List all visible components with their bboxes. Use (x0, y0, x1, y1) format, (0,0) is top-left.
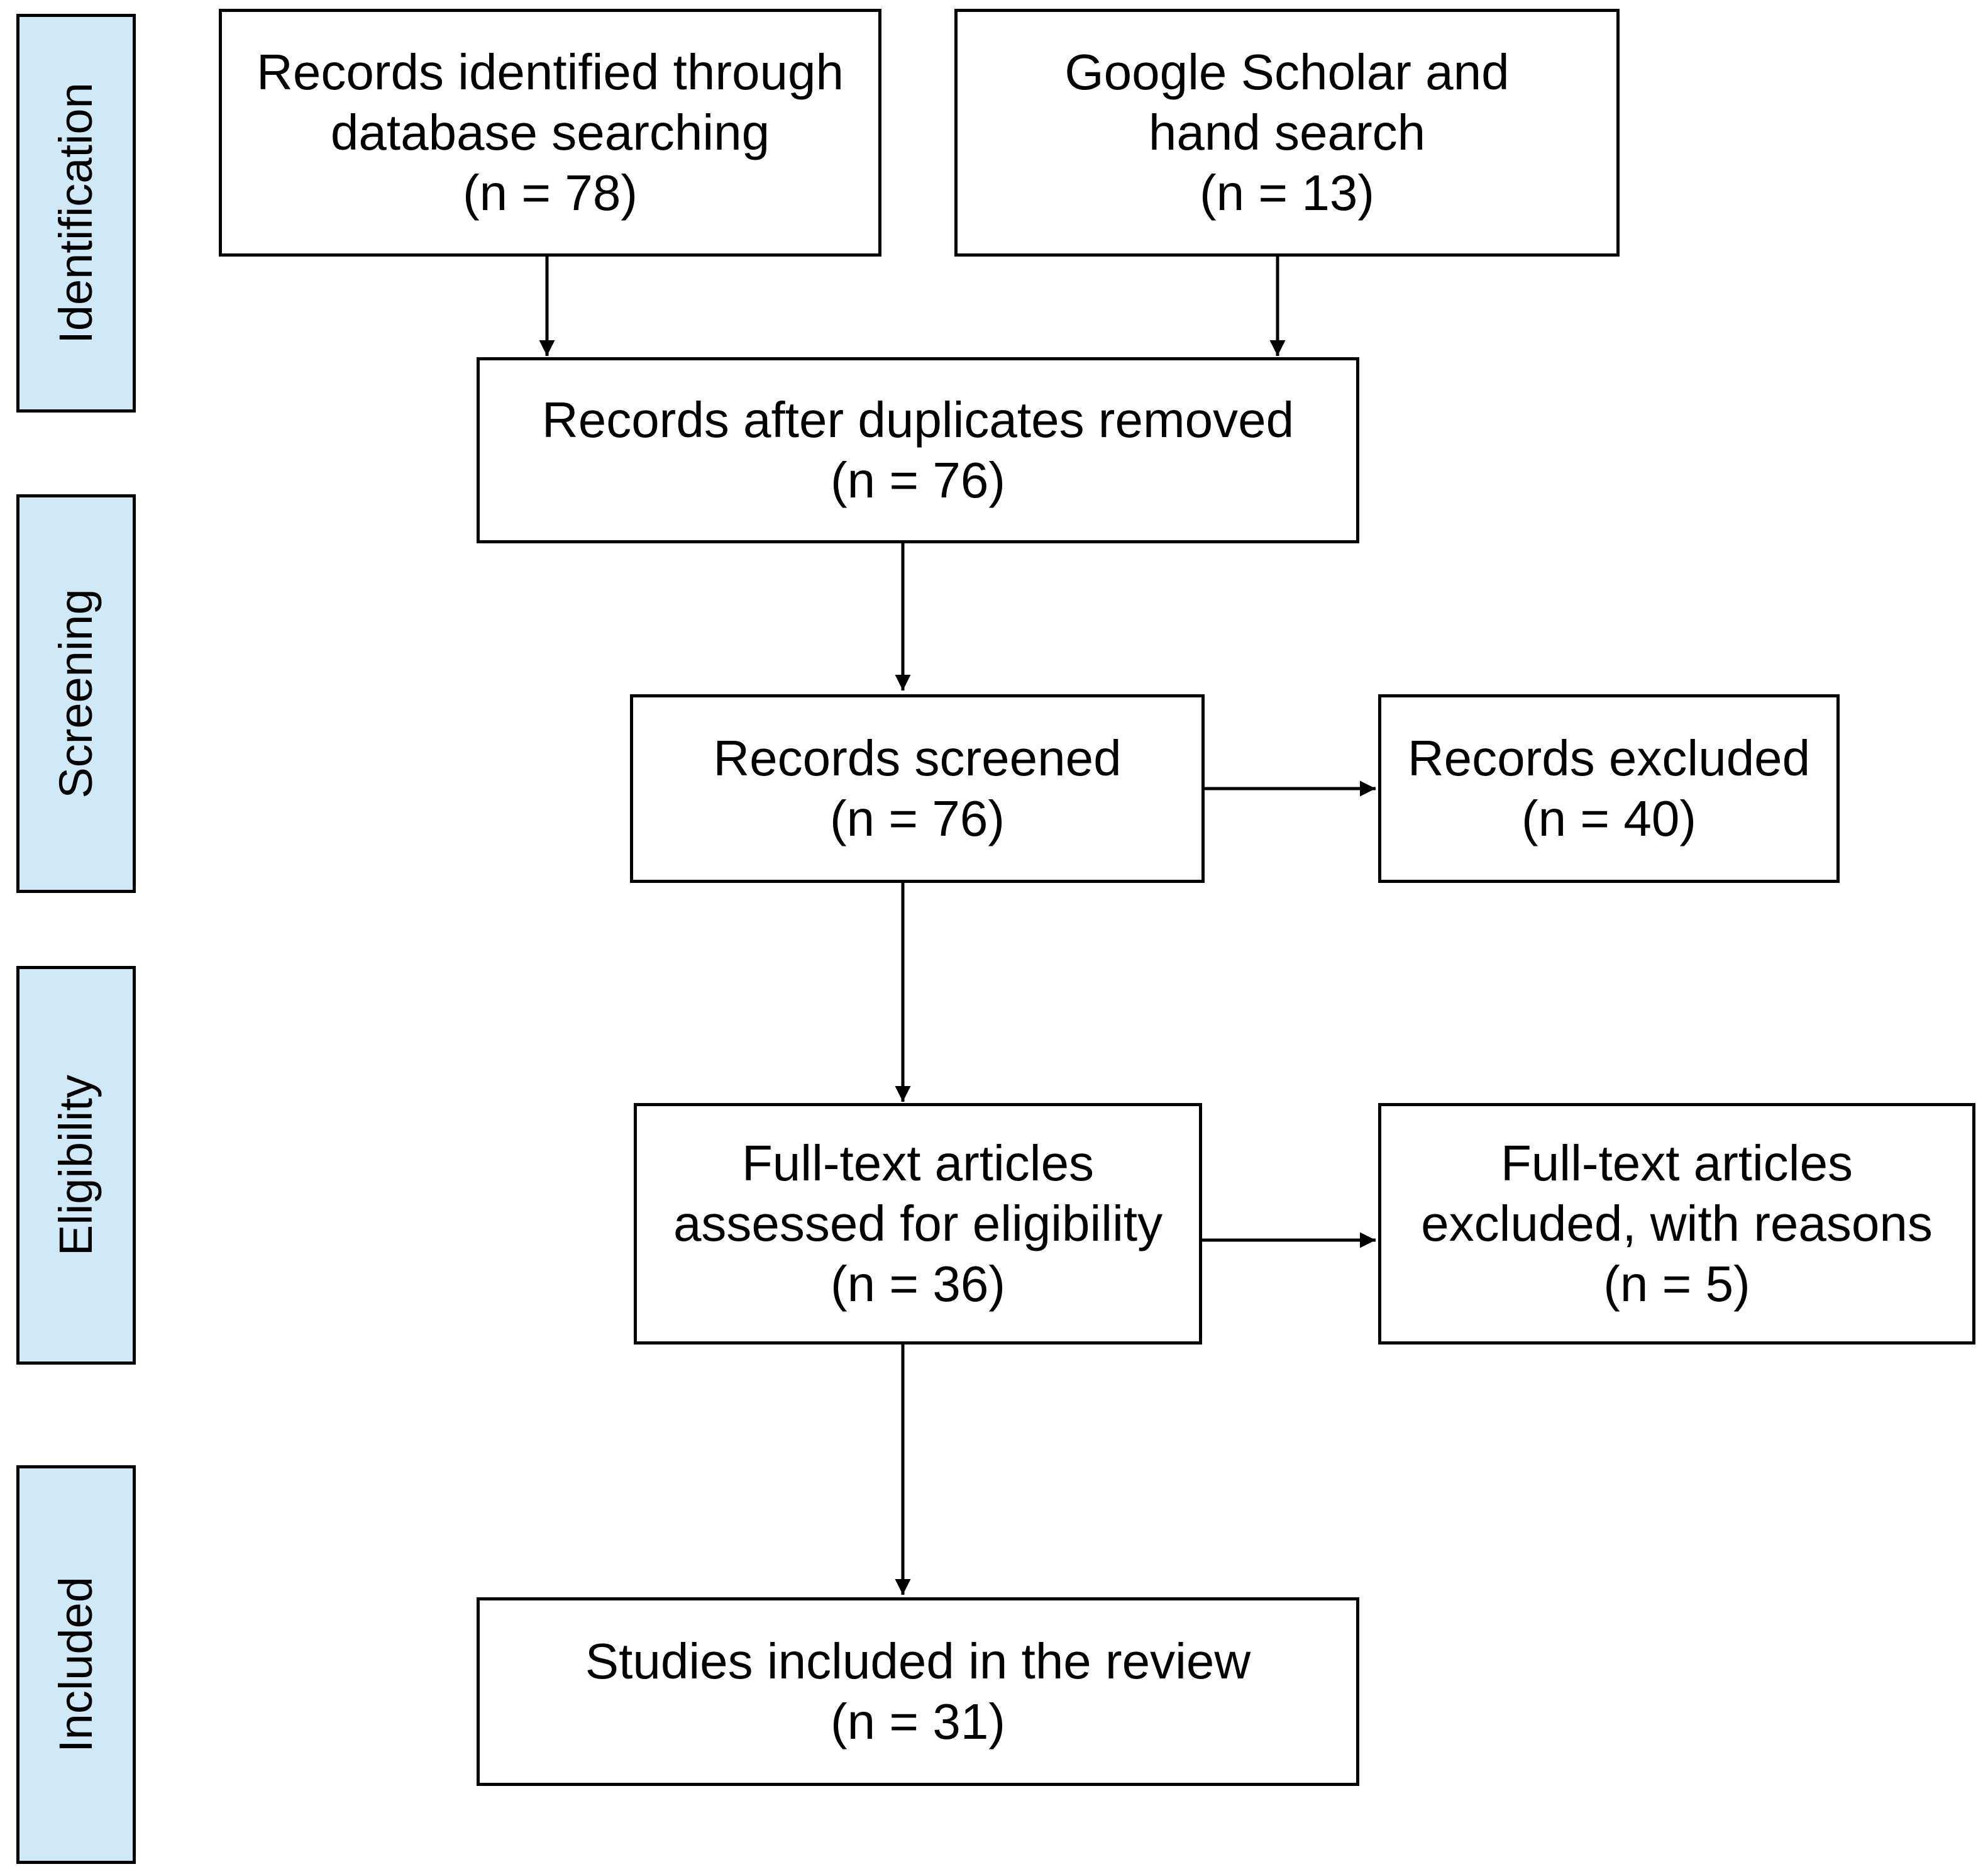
stage-label-identification-text: Identification (50, 82, 102, 344)
deduplicated-box: Records after duplicates removed (n = 76… (477, 357, 1359, 543)
excluded-count: (n = 40) (1521, 790, 1696, 846)
stage-label-eligibility: Eligibility (16, 966, 136, 1365)
stage-label-eligibility-text: Eligibility (50, 1075, 102, 1256)
database-records-line2: database searching (330, 104, 770, 160)
scholar-records-line2: hand search (1148, 104, 1426, 160)
excluded-line1: Records excluded (1407, 730, 1811, 786)
database-records-count: (n = 78) (463, 165, 638, 221)
fulltext-assessed-line2: assessed for eligibility (673, 1195, 1163, 1251)
excluded-box: Records excluded (n = 40) (1378, 694, 1840, 883)
included-line1: Studies included in the review (585, 1633, 1251, 1689)
screened-count: (n = 76) (830, 790, 1005, 846)
fulltext-excluded-line2: excluded, with reasons (1421, 1195, 1933, 1251)
database-records-box: Records identified through database sear… (219, 9, 881, 257)
fulltext-excluded-box: Full-text articles excluded, with reason… (1378, 1103, 1975, 1345)
screened-box: Records screened (n = 76) (630, 694, 1205, 883)
deduplicated-line1: Records after duplicates removed (541, 392, 1295, 448)
fulltext-excluded-count: (n = 5) (1603, 1256, 1750, 1312)
stage-label-included-text: Included (50, 1577, 102, 1753)
scholar-records-box: Google Scholar and hand search (n = 13) (954, 9, 1620, 257)
fulltext-excluded-line1: Full-text articles (1500, 1135, 1853, 1191)
scholar-records-line1: Google Scholar and (1064, 44, 1510, 100)
scholar-records-count: (n = 13) (1200, 165, 1374, 221)
deduplicated-count: (n = 76) (831, 452, 1005, 508)
included-box: Studies included in the review (n = 31) (477, 1597, 1359, 1786)
database-records-line1: Records identified through (257, 44, 844, 100)
stage-label-identification: Identification (16, 14, 136, 413)
stage-label-included: Included (16, 1465, 136, 1864)
fulltext-assessed-box: Full-text articles assessed for eligibil… (634, 1103, 1202, 1345)
included-count: (n = 31) (831, 1694, 1005, 1749)
fulltext-assessed-count: (n = 36) (831, 1256, 1005, 1312)
screened-line1: Records screened (713, 730, 1122, 786)
stage-label-screening-text: Screening (50, 589, 102, 799)
fulltext-assessed-line1: Full-text articles (741, 1135, 1095, 1191)
stage-label-screening: Screening (16, 494, 136, 893)
